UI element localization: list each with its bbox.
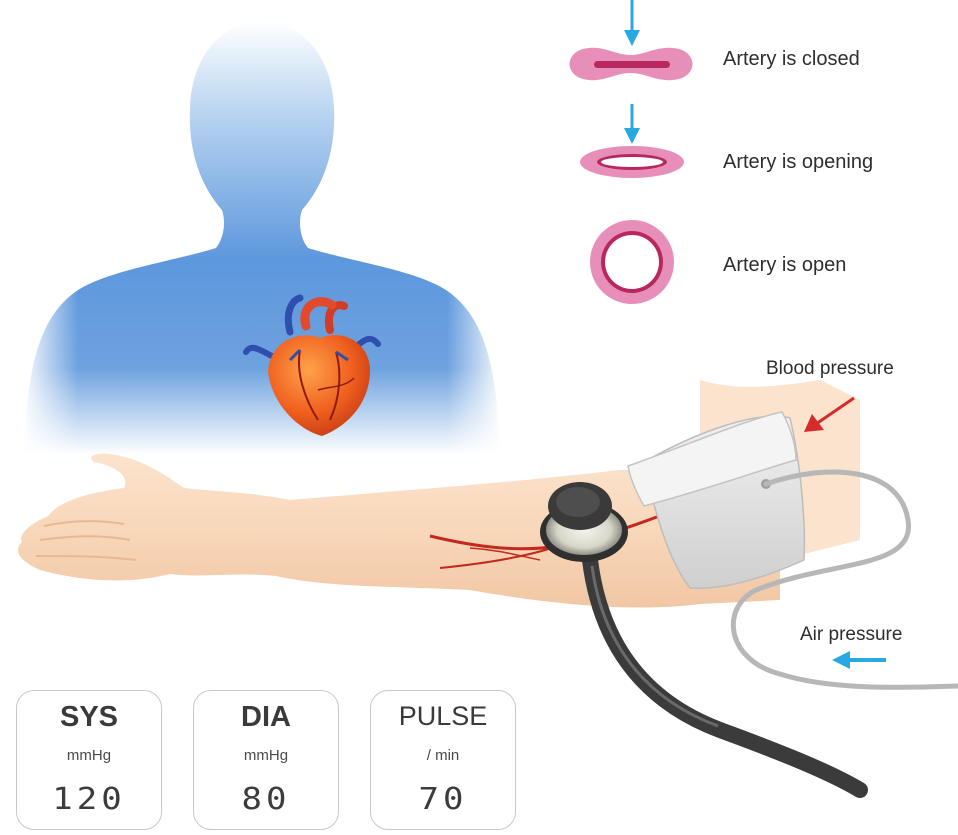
pulse-title: PULSE — [371, 701, 515, 732]
air-pressure-arrow — [832, 651, 886, 669]
sys-reading-panel: SYS mmHg 120 — [16, 690, 162, 830]
sys-unit: mmHg — [17, 747, 161, 764]
dia-reading-panel: DIA mmHg 80 — [193, 690, 339, 830]
artery-opening-label: Artery is opening — [723, 151, 873, 174]
blood-pressure-label: Blood pressure — [766, 358, 894, 380]
artery-open-diagram — [590, 220, 674, 304]
body-silhouette — [20, 22, 505, 460]
dia-unit: mmHg — [194, 747, 338, 764]
pulse-value: 70 — [371, 781, 515, 817]
artery-closed-label: Artery is closed — [723, 48, 860, 71]
artery-opening-diagram — [580, 104, 684, 178]
air-pressure-label: Air pressure — [800, 624, 902, 646]
artery-closed-diagram — [570, 0, 693, 80]
sys-title: SYS — [17, 701, 161, 734]
sys-value: 120 — [17, 781, 161, 817]
pulse-reading-panel: PULSE / min 70 — [370, 690, 516, 830]
artery-open-label: Artery is open — [723, 254, 846, 277]
dia-value: 80 — [194, 781, 338, 817]
pulse-unit: / min — [371, 747, 515, 764]
dia-title: DIA — [194, 701, 338, 734]
